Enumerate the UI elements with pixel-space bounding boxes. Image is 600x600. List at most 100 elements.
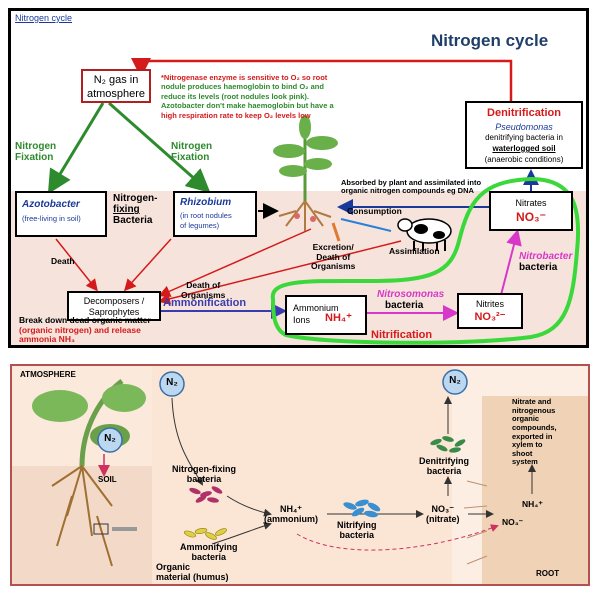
breakdown-note: Break down dead organic matter (organic …	[19, 315, 151, 345]
root-hairs	[463, 480, 488, 565]
atmosphere-label: ATMOSPHERE	[20, 370, 76, 379]
nitrites-label: Nitrites	[475, 299, 504, 309]
nitrobacter-arrow	[500, 229, 522, 296]
nitrobacter-genus: Nitrobacter	[519, 251, 573, 262]
breakdown-line1: Break down dead organic matter	[19, 315, 151, 325]
absorbed-line1: Absorbed by plant and assimilated into	[341, 178, 482, 187]
nitrobacter-word: bacteria	[519, 262, 558, 274]
ammonifiers-to-ammonium-arrow	[211, 521, 272, 545]
corner-label: Nitrogen cycle	[15, 13, 73, 23]
excretion-line3: Organisms	[311, 261, 356, 272]
soil-label: SOIL	[98, 475, 117, 484]
assimilation-label: Assimilation	[389, 246, 440, 256]
pseudomonas-label: Pseudomonas	[495, 122, 553, 132]
note-line1: *Nitrogenase enzyme is sensitive to O₂ s…	[161, 73, 328, 82]
denitrification-arrow	[131, 58, 513, 101]
nitrogen-fixing-bacteria-cells	[189, 486, 223, 503]
doo-line1: Death of	[186, 280, 221, 290]
top-arrows	[47, 58, 581, 345]
nitrosomonas-genus: Nitrosomonas	[377, 289, 445, 300]
bottom-arrows	[32, 369, 536, 567]
nit-line2: (nitrate)	[426, 514, 460, 525]
breakdown-line2: (organic nitrogen) and release	[19, 324, 141, 335]
excretion-label: Excretion/ Death of Organisms	[311, 242, 356, 272]
azotobacter-name: Azotobacter	[22, 199, 80, 210]
fixation-right-line2: Fixation	[171, 152, 210, 164]
nitrates-formula: NO₃⁻	[516, 210, 546, 224]
nitrifying-bacteria-label: Nitrifying bacteria	[337, 520, 377, 540]
nitrates-label: Nitrates	[515, 198, 547, 208]
nitrogen-cycle-plant-diagram: ATMOSPHERE N₂ N₂ N₂ SOIL Nitrogen-fixing…	[10, 364, 590, 586]
rhizobium-desc-line2: of legumes)	[180, 221, 220, 230]
denitrifying-bacteria-cells	[430, 436, 466, 453]
nfb-line1: Nitrogen-fixing	[172, 464, 236, 474]
fixation-right-line1: Nitrogen	[171, 141, 213, 152]
breakdown-line3: ammonia NH₃	[19, 334, 75, 345]
animal-death-arrow	[158, 240, 402, 305]
root-ammonium-label: NH₄⁺	[522, 499, 543, 509]
denit-line2: waterlogged soil	[492, 144, 556, 153]
excretion-line1: Excretion/	[312, 242, 354, 252]
absorbed-line2: organic nitrogen compounds eg DNA	[341, 186, 474, 196]
azotobacter-desc: (free-living in soil)	[22, 214, 81, 223]
nfix-line1: Nitrogen-	[113, 193, 158, 204]
nitrogen-fixing-bacteria-label: Nitrogen-fixing bacteria	[172, 464, 236, 484]
root-nitrate-label: NO₃⁻	[502, 517, 524, 527]
ammonifying-bacteria-cells	[183, 528, 227, 540]
denitrification-box: Denitrification Pseudomonas denitrifying…	[465, 101, 583, 169]
amm-line1: NH₄⁺	[279, 504, 303, 514]
nb-line1: Nitrifying	[337, 520, 377, 530]
decomposers-line2: Saprophytes	[88, 307, 140, 317]
amm-line2: (ammonium)	[264, 514, 318, 525]
nfix-line2: fixing	[113, 204, 140, 216]
note-line3: reduce its levels (root nodules look pin…	[161, 91, 309, 101]
nitrification-label: Nitrification	[371, 329, 433, 341]
ab-line2: bacteria	[191, 552, 227, 563]
plant-to-excretion-arrow	[331, 222, 341, 242]
rn-line6: xylem to	[512, 440, 543, 450]
denit-line1: denitrifying bacteria in	[485, 133, 563, 142]
db-line1: Denitrifying	[419, 456, 470, 466]
db-line2: bacteria	[426, 466, 462, 477]
nb-line2: bacteria	[339, 530, 375, 541]
nitrogen-fixing-label: Nitrogen- fixing Bacteria	[113, 193, 157, 227]
n2-left-circle	[159, 371, 185, 397]
consumption-arrow	[340, 218, 392, 232]
ab-line1: Ammonifying	[180, 542, 238, 552]
rn-line7: shoot	[512, 448, 533, 458]
consumption-label: Consumption	[347, 206, 402, 216]
soil-layer	[12, 466, 152, 584]
nitrates-box: Nitrates NO₃⁻	[489, 191, 573, 231]
plant-with-nodules	[32, 379, 146, 567]
rn-line1: Nitrate and	[512, 397, 552, 406]
denitrifying-bacteria-label: Denitrifying bacteria	[419, 456, 469, 476]
n2-box-line2: atmosphere	[86, 88, 146, 100]
nfix-line3: Bacteria	[113, 215, 153, 227]
fixation-left-line2: Fixation	[15, 152, 54, 164]
om-line2: material (humus)	[156, 572, 229, 583]
doo-line2: Organisms	[181, 289, 226, 300]
soil-cross-section	[152, 366, 452, 584]
fixation-arrow-left	[47, 102, 105, 195]
ammonium-label: NH₄⁺ (ammonium)	[264, 504, 318, 524]
rhizobium-desc-line1: (in root nodules	[180, 211, 232, 220]
root-export-note: Nitrate and nitrogenous organic compound…	[512, 397, 557, 467]
cow-illustration	[397, 218, 452, 251]
rhizobium-name: Rhizobium	[180, 197, 232, 208]
nitrification-outline	[270, 176, 581, 345]
diagram-title: Nitrogen cycle	[431, 31, 549, 50]
decomposers-box: Decomposers / Saprophytes	[67, 291, 161, 321]
n2-plant-label: N₂	[104, 433, 116, 444]
denit-line3: (anaerobic conditions)	[484, 155, 564, 164]
organic-material-label: Organic material (humus)	[156, 562, 229, 582]
death-of-organisms-arrow	[123, 238, 172, 292]
plant-illustration	[273, 115, 338, 231]
nitrate-label: NO₃⁻ (nitrate)	[426, 504, 460, 524]
n2-to-fixers-arrow	[171, 397, 203, 486]
excretion-line2: Death of	[316, 251, 351, 262]
fixers-to-ammonium-arrow	[226, 495, 272, 517]
root-label: ROOT	[536, 569, 560, 578]
nfb-line2: bacteria	[186, 474, 222, 485]
n2-right-circle	[442, 369, 468, 395]
death-arrow	[55, 238, 98, 292]
